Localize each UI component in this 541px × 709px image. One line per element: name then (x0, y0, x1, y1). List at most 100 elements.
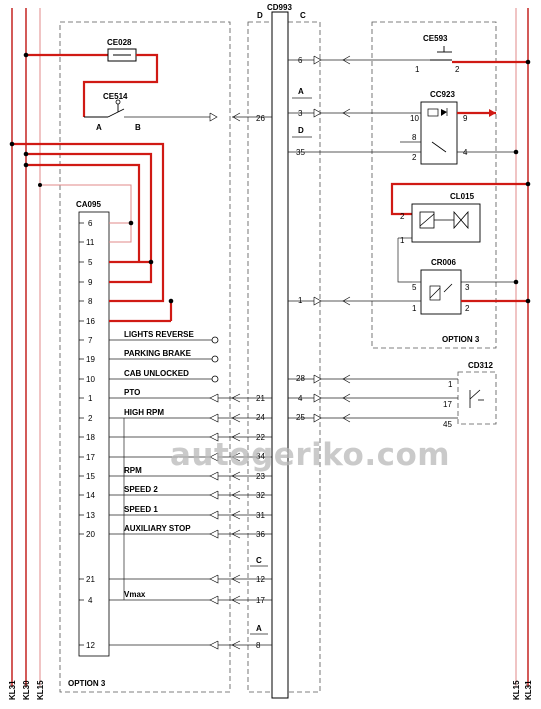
svg-text:21: 21 (86, 575, 95, 584)
svg-text:28: 28 (296, 374, 305, 383)
svg-text:15: 15 (86, 472, 95, 481)
svg-text:31: 31 (256, 511, 265, 520)
signal-rpm: RPM (124, 466, 142, 475)
svg-text:19: 19 (86, 355, 95, 364)
controller-ca095: CA095 (76, 200, 110, 657)
svg-text:CC923: CC923 (430, 90, 455, 99)
svg-text:21: 21 (256, 394, 265, 403)
svg-text:B: B (135, 123, 141, 132)
svg-text:16: 16 (86, 317, 95, 326)
cd993-right-pins: 6 3 35 1 28 4 25 (296, 56, 305, 422)
svg-text:1: 1 (412, 304, 417, 313)
svg-text:2: 2 (412, 153, 417, 162)
svg-text:8: 8 (256, 641, 261, 650)
svg-text:10: 10 (410, 114, 419, 123)
svg-text:1: 1 (448, 380, 453, 389)
left-rails (11, 8, 41, 686)
svg-text:1: 1 (298, 296, 303, 305)
option-3-label-right: OPTION 3 (442, 335, 480, 344)
signal-lights-reverse: LIGHTS REVERSE (124, 330, 194, 339)
controller-pins: 6 11 5 9 8 16 7 19 10 1 2 18 17 15 14 13… (86, 219, 95, 650)
svg-text:12: 12 (256, 575, 265, 584)
rail-kl31-left: KL31 (8, 680, 17, 700)
controller-pin-stubs (79, 222, 84, 646)
svg-text:CD993: CD993 (267, 3, 292, 12)
svg-text:10: 10 (86, 375, 95, 384)
rail-kl30-left: KL30 (22, 680, 31, 700)
signal-auxiliary-stop: AUXILIARY STOP (124, 524, 191, 533)
relay-cc923: CC923 10 9 8 2 4 (288, 90, 519, 165)
svg-text:7: 7 (88, 336, 93, 345)
svg-text:22: 22 (256, 433, 265, 442)
switch-ce514: CE514 A B (84, 92, 272, 132)
svg-text:26: 26 (256, 114, 265, 123)
svg-text:2: 2 (455, 65, 460, 74)
svg-text:9: 9 (463, 114, 468, 123)
svg-text:3: 3 (465, 283, 470, 292)
fuse-ce028: CE028 (23, 38, 159, 117)
sub-label-d: D (298, 126, 304, 135)
rail-kl15-left: KL15 (36, 680, 45, 700)
svg-text:17: 17 (86, 453, 95, 462)
svg-text:25: 25 (296, 413, 305, 422)
svg-text:23: 23 (256, 472, 265, 481)
svg-text:C: C (300, 11, 306, 20)
svg-text:CR006: CR006 (431, 258, 456, 267)
svg-text:11: 11 (86, 238, 95, 247)
svg-text:20: 20 (86, 530, 95, 539)
svg-text:CL015: CL015 (450, 192, 475, 201)
svg-text:4: 4 (298, 394, 303, 403)
signal-vmax: Vmax (124, 590, 146, 599)
relay-cr006: CR006 5 3 1 2 (288, 258, 531, 315)
svg-text:2: 2 (465, 304, 470, 313)
sub-label-a-lower: A (256, 624, 262, 633)
svg-text:4: 4 (463, 148, 468, 157)
signal-speed-2: SPEED 2 (124, 485, 158, 494)
svg-text:32: 32 (256, 491, 265, 500)
svg-text:8: 8 (88, 297, 93, 306)
svg-text:3: 3 (298, 109, 303, 118)
rail-kl15-right: KL15 (512, 680, 521, 700)
watermark: autogeriko.com (170, 437, 450, 473)
svg-text:36: 36 (256, 530, 265, 539)
kl30-feed-loops (9, 141, 174, 323)
svg-text:CE514: CE514 (103, 92, 128, 101)
option-3-boundary-left (59, 21, 231, 693)
connector-cd993: CD993 D C (257, 3, 306, 699)
controller-to-connector-wires: PTO HIGH RPM RPM SPEED 2 SPEED 1 AUXILIA… (109, 388, 272, 646)
signal-cab-unlocked: CAB UNLOCKED (124, 369, 189, 378)
svg-text:17: 17 (443, 400, 452, 409)
sub-label-c: C (256, 556, 262, 565)
signal-arrows (209, 393, 241, 650)
signal-high-rpm: HIGH RPM (124, 408, 164, 417)
svg-text:1: 1 (88, 394, 93, 403)
sub-label-a: A (298, 87, 304, 96)
signal-speed-1: SPEED 1 (124, 505, 158, 514)
rail-kl31-right: KL31 (524, 680, 533, 700)
svg-text:CE593: CE593 (423, 34, 448, 43)
right-rails (515, 8, 529, 686)
svg-text:34: 34 (256, 452, 265, 461)
svg-text:6: 6 (88, 219, 93, 228)
svg-text:14: 14 (86, 491, 95, 500)
svg-text:9: 9 (88, 278, 93, 287)
svg-text:1: 1 (400, 236, 405, 245)
svg-text:45: 45 (443, 420, 452, 429)
svg-text:2: 2 (88, 414, 93, 423)
option-3-boundary-right (371, 21, 497, 349)
input-signals: LIGHTS REVERSE PARKING BRAKE CAB UNLOCKE… (109, 330, 219, 383)
svg-text:5: 5 (412, 283, 417, 292)
svg-text:1: 1 (415, 65, 420, 74)
signal-parking-brake: PARKING BRAKE (124, 349, 192, 358)
svg-text:CA095: CA095 (76, 200, 101, 209)
cd993-left-pins: 26 21 24 22 34 23 32 31 36 12 17 8 (256, 114, 265, 650)
svg-text:2: 2 (400, 212, 405, 221)
sensor-boundary (457, 371, 497, 425)
svg-text:4: 4 (88, 596, 93, 605)
valve-cl015: CL015 2 1 (390, 181, 531, 283)
svg-text:6: 6 (298, 56, 303, 65)
svg-text:CE028: CE028 (107, 38, 132, 47)
svg-text:18: 18 (86, 433, 95, 442)
switch-ce593: CE593 1 2 (288, 34, 531, 74)
